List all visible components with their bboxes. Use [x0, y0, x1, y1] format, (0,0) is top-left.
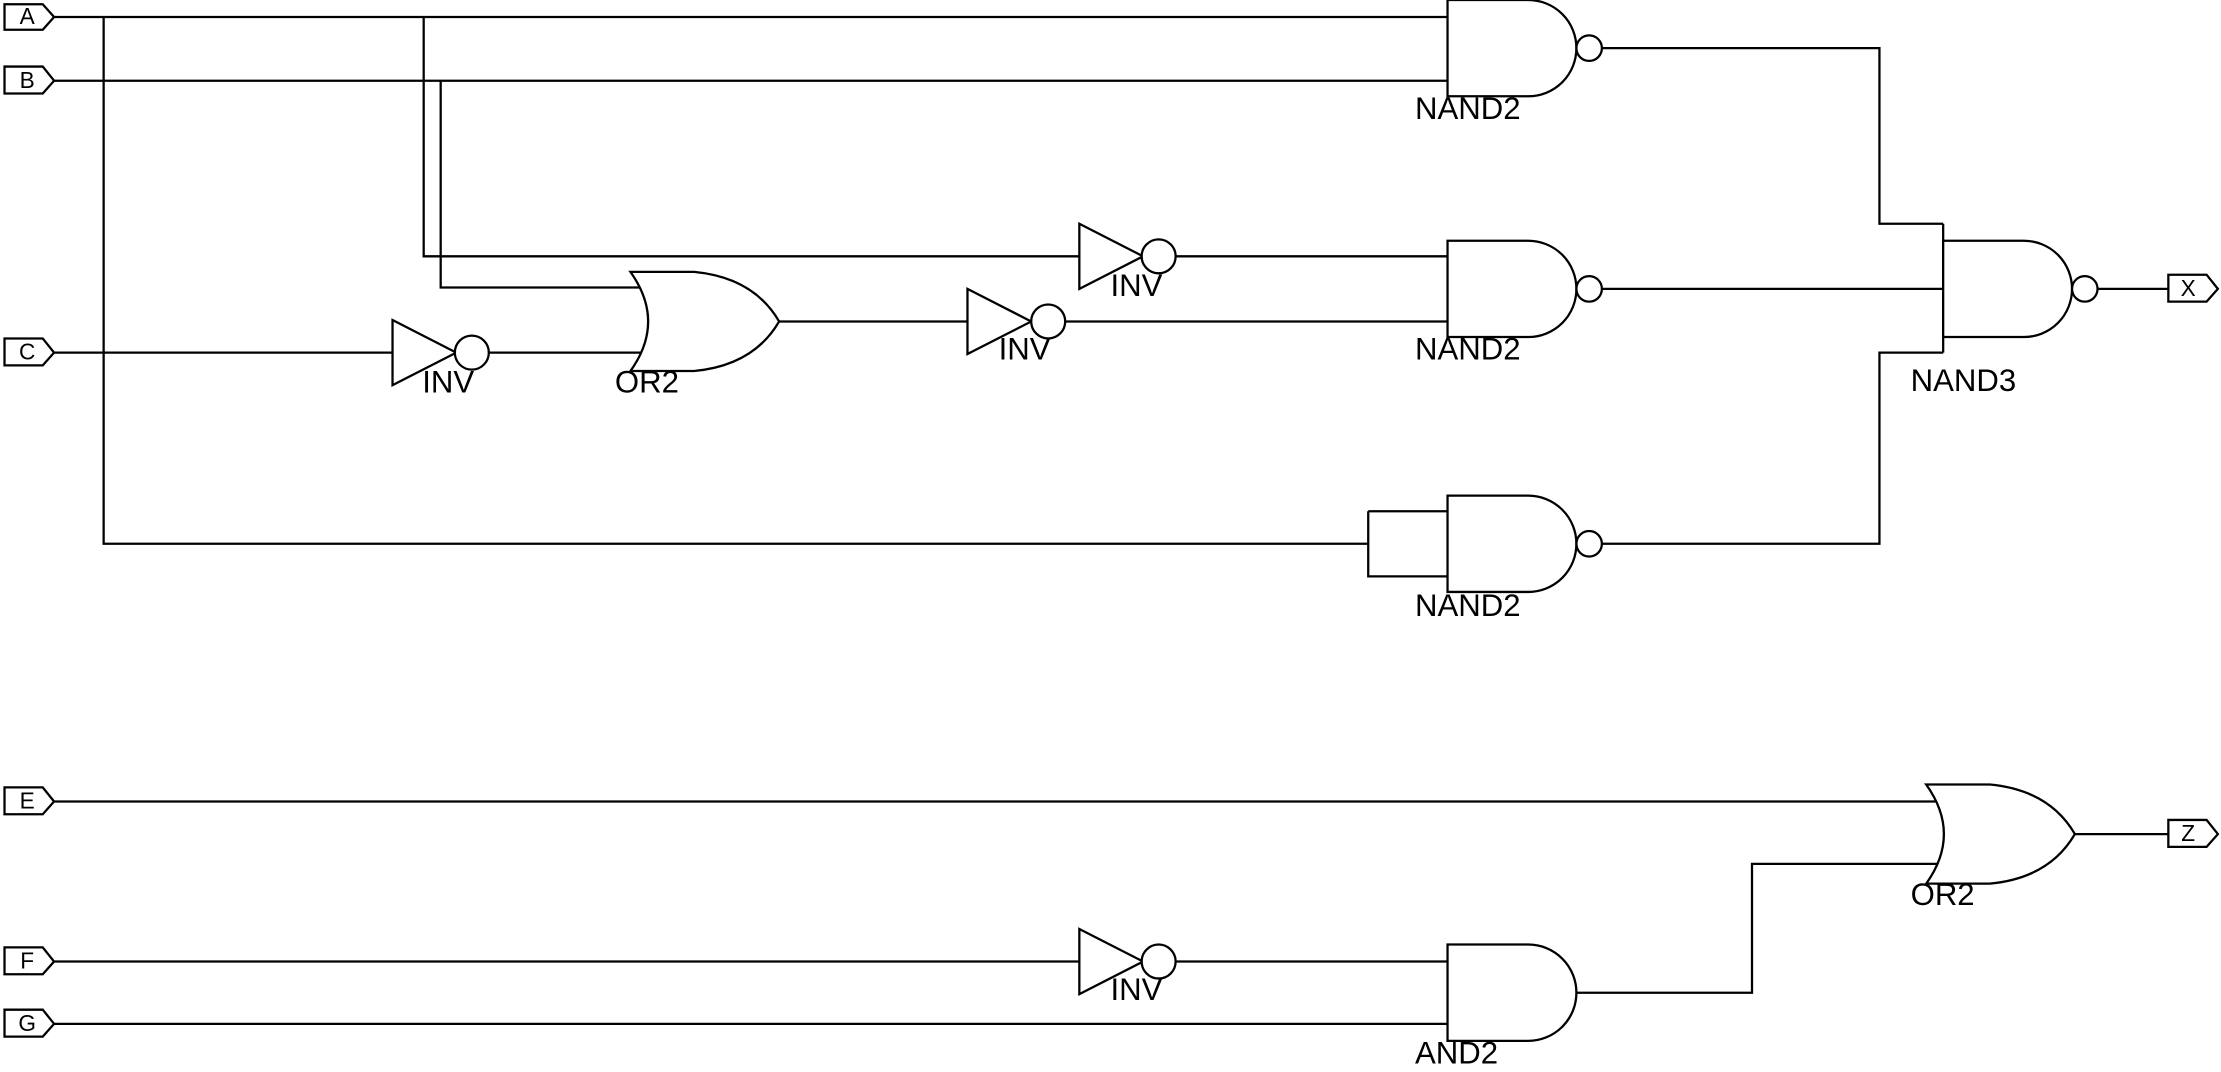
nand2-top-label: NAND2	[1415, 91, 1521, 126]
nand3-gate: NAND3	[1911, 239, 2099, 398]
port-x: X	[2167, 273, 2220, 303]
wire-and2-out	[1576, 862, 1952, 994]
and2-gate: AND2	[1415, 943, 1578, 1071]
inv-c-label: INV	[422, 364, 474, 399]
nand2-top-gate: NAND2	[1415, 0, 1604, 126]
wire-b-to-or2	[439, 80, 641, 289]
inv-a-gate: INV	[1078, 221, 1177, 303]
or2-top-gate: OR2	[615, 270, 781, 399]
port-c-label: C	[19, 339, 35, 365]
nand3-label: NAND3	[1911, 363, 2017, 398]
wire-nand-top-out	[1601, 47, 1944, 225]
port-f-label: F	[20, 948, 34, 974]
or2-bot-label: OR2	[1911, 877, 1975, 912]
inv-f-label: INV	[1111, 972, 1163, 1007]
inv-c-gate: INV	[391, 318, 490, 399]
wire-nand-bot-out	[1601, 351, 1944, 545]
port-e: E	[3, 786, 56, 816]
inv-f-gate: INV	[1078, 927, 1177, 1007]
nand2-mid-gate: NAND2	[1415, 239, 1604, 367]
inv-a-label: INV	[1111, 268, 1163, 303]
port-c: C	[3, 337, 56, 367]
port-g-label: G	[18, 1010, 36, 1036]
nand2-bot-label: NAND2	[1415, 588, 1521, 623]
or2-bot-gate: OR2	[1911, 783, 2077, 912]
nand2-mid-label: NAND2	[1415, 332, 1521, 367]
wire-a-branch-c-nand	[102, 16, 1369, 545]
port-a-label: A	[20, 3, 36, 29]
wire-a-to-inv	[422, 16, 1080, 258]
and2-label: AND2	[1415, 1036, 1498, 1071]
port-x-label: X	[2181, 275, 2196, 301]
port-f: F	[3, 946, 56, 976]
port-a: A	[3, 3, 56, 31]
port-b-label: B	[20, 67, 35, 93]
nand2-bot-gate: NAND2	[1415, 494, 1604, 623]
port-e-label: E	[20, 788, 35, 814]
port-b: B	[3, 65, 56, 95]
port-z: Z	[2167, 818, 2220, 848]
wire-nand-bot-tie	[1367, 510, 1448, 578]
port-z-label: Z	[2181, 820, 2195, 846]
inv-or-gate: INV	[966, 287, 1067, 367]
inv-or-label: INV	[999, 332, 1051, 367]
wires	[54, 15, 2169, 1025]
port-g: G	[3, 1008, 56, 1038]
or2-top-label: OR2	[615, 364, 679, 399]
